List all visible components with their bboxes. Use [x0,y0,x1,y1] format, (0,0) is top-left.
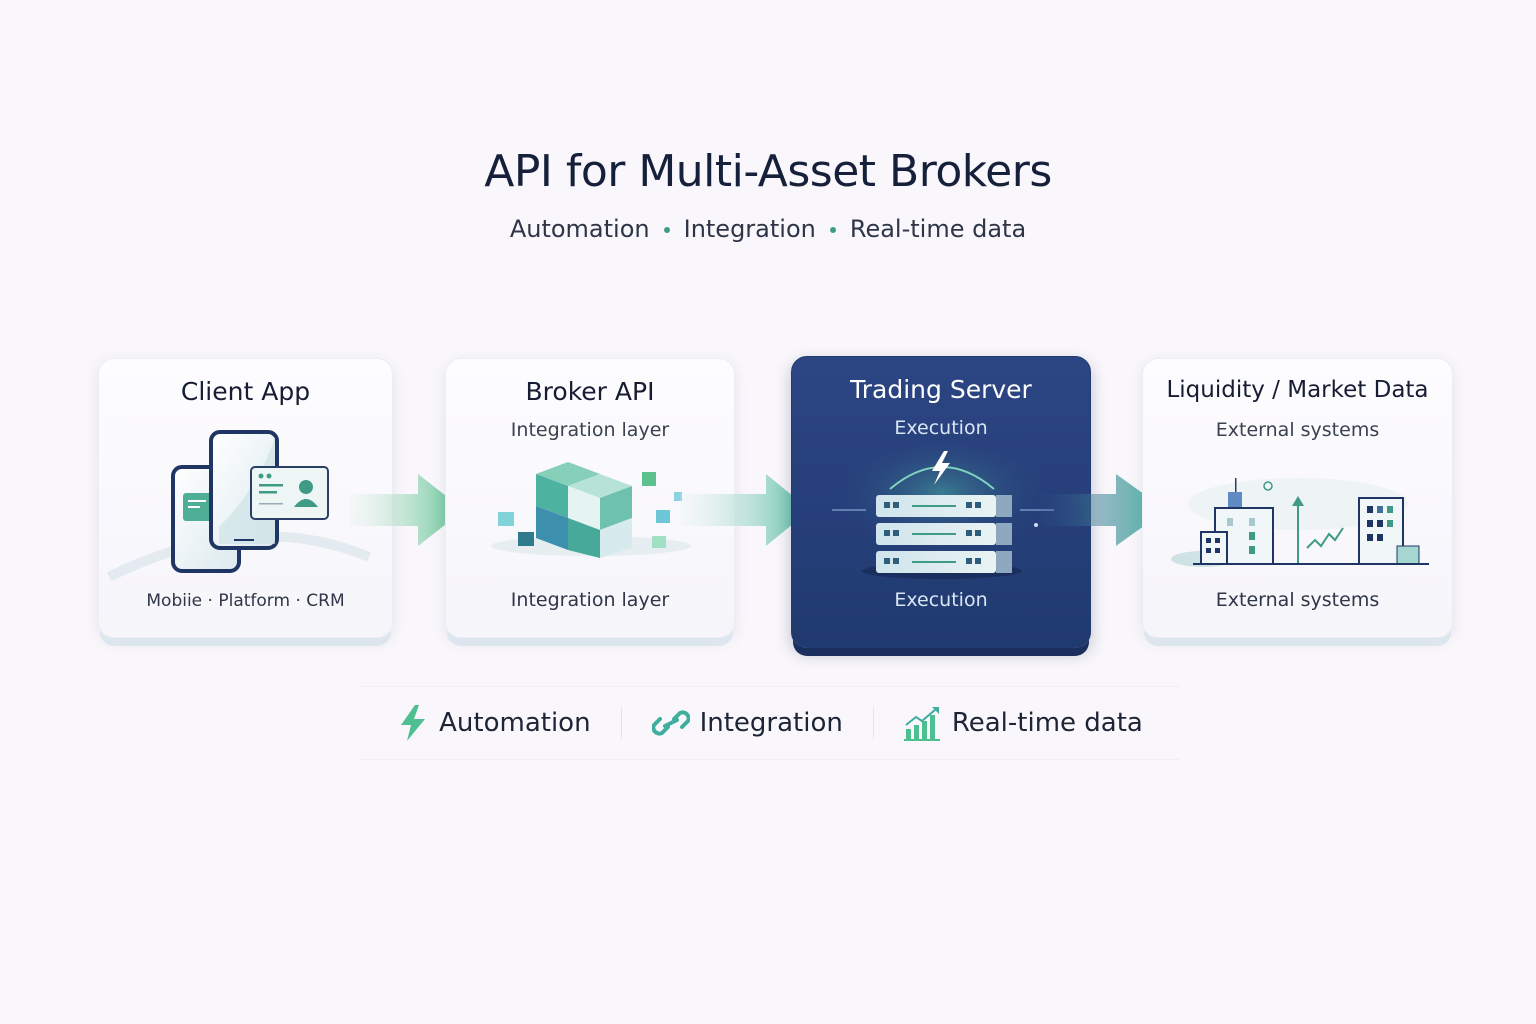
feature-realtime-data: Real-time data [903,705,1143,741]
card-title: Client App [180,377,311,406]
card-footer: Mobiie · Platform · CRM [146,591,345,611]
bar-chart-growth-icon [903,707,940,741]
card-footer: External systems [1215,589,1380,611]
subtitle-integration: Integration [683,215,816,243]
card-title: Liquidity / Market Data [1166,377,1429,403]
buildings-chart-icon [1171,478,1429,567]
mobile-devices-icon [106,430,371,582]
cubes-icon [491,462,691,558]
lightning-icon [401,705,426,741]
card-footer: Execution [894,589,988,611]
feature-automation: Automation [397,703,591,743]
card-subtitle: Execution [894,417,988,439]
divider [620,707,622,739]
card-title: Trading Server [850,375,1032,404]
card-footer: Integration layer [510,589,670,611]
card-title: Broker API [525,377,655,406]
card-client-app: Client App Mobiie · Platform · CRM [98,358,393,638]
card-liquidity-market-data: Liquidity / Market Data External systems… [1142,358,1453,638]
subtitle-automation: Automation [509,215,650,243]
flow-arrow-1 [350,474,464,546]
link-icon [651,710,690,736]
subtitle-realtime: Real-time data [849,215,1027,243]
server-rack-icon [832,445,1054,579]
page-title: API for Multi-Asset Brokers [484,146,1052,197]
separator-dot [829,227,836,233]
feature-integration: Integration [651,707,843,739]
feature-label: Integration [699,708,843,738]
card-subtitle: Integration layer [510,419,670,441]
feature-label: Automation [439,708,591,738]
separator-dot [663,227,670,233]
features-strip: Automation Integration Real-time data [360,686,1180,760]
page-subtitle: Automation Integration Real-time data [0,215,1536,243]
flow-arrow-3 [1040,474,1166,546]
card-subtitle: External systems [1215,419,1380,441]
divider [872,707,874,739]
flow-arrow-2 [680,474,810,546]
feature-label: Real-time data [951,708,1143,738]
